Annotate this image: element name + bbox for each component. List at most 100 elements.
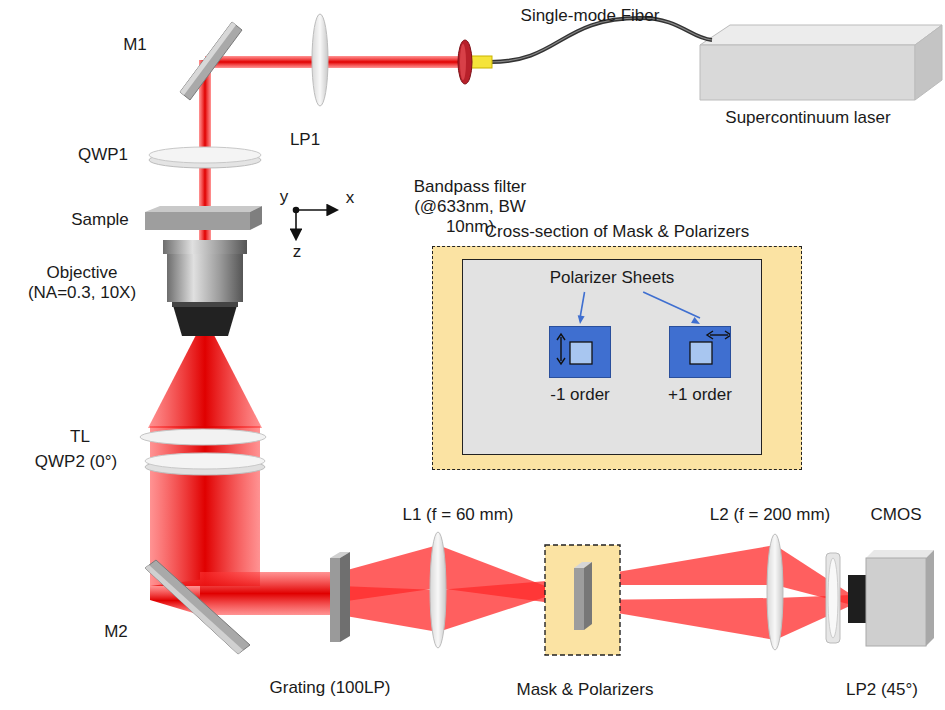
component-label: Supercontinuum laser bbox=[725, 108, 890, 128]
leader-arrowhead bbox=[691, 316, 700, 323]
quarter-wave-plate-qwp2 bbox=[145, 453, 265, 475]
quarter-wave-plate-qwp1 bbox=[149, 147, 261, 168]
polarizer-symbol bbox=[550, 327, 610, 377]
mirror-m2 bbox=[145, 560, 250, 654]
cmos-camera bbox=[866, 550, 934, 558]
component-label: TL bbox=[70, 427, 90, 447]
mask-and-polarizers bbox=[545, 545, 620, 655]
mirror-m1 bbox=[180, 22, 242, 100]
bandpass-filter bbox=[460, 44, 466, 80]
supercontinuum-laser bbox=[700, 25, 942, 45]
lens-l1 bbox=[430, 532, 446, 648]
diffraction-grating bbox=[330, 552, 350, 642]
laser-beam bbox=[150, 426, 260, 586]
inset-heading: Cross-section of Mask & Polarizers bbox=[432, 222, 802, 242]
mask-and-polarizers bbox=[584, 562, 592, 630]
inset-panel: Cross-section of Mask & PolarizersPolari… bbox=[432, 222, 802, 470]
polarizer-symbol bbox=[570, 342, 592, 364]
quarter-wave-plate-qwp1 bbox=[149, 147, 261, 163]
bandpass-filter bbox=[458, 40, 472, 84]
mirror-m2 bbox=[145, 565, 243, 654]
component-label: z bbox=[293, 242, 302, 262]
linear-polarizer-lp2 bbox=[826, 553, 840, 643]
component-label: Sample bbox=[71, 210, 129, 230]
component-label: L1 (f = 60 mm) bbox=[402, 505, 513, 525]
bandpass-filter bbox=[458, 40, 472, 84]
coordinate-axes bbox=[295, 210, 297, 238]
linear-polarizer-lp1 bbox=[312, 14, 328, 106]
coordinate-axes bbox=[294, 208, 299, 213]
laser-beam bbox=[340, 586, 438, 632]
component-label: L2 (f = 200 mm) bbox=[710, 505, 830, 525]
leader-line bbox=[643, 292, 700, 318]
cmos-camera bbox=[848, 575, 866, 623]
diffraction-grating bbox=[330, 558, 340, 642]
sample-slab bbox=[145, 212, 250, 230]
tube-lens bbox=[140, 429, 266, 445]
mask-and-polarizers bbox=[574, 568, 584, 630]
mirror-m1 bbox=[180, 22, 236, 95]
cmos-camera bbox=[848, 550, 934, 646]
polarizer-sheet: +1 order bbox=[669, 326, 731, 378]
polarizer-sheet: -1 order bbox=[549, 326, 611, 378]
leader-arrowhead bbox=[577, 315, 584, 324]
component-label: Single-mode Fiber bbox=[521, 6, 660, 26]
component-label: QWP1 bbox=[78, 145, 128, 165]
mask-and-polarizers bbox=[545, 545, 620, 655]
component-label: LP2 (45°) bbox=[846, 680, 918, 700]
mirror-m1 bbox=[180, 22, 242, 100]
lens-l2 bbox=[767, 534, 783, 650]
component-label: Mask & Polarizers bbox=[517, 680, 654, 700]
cmos-camera bbox=[926, 550, 934, 646]
order-label: +1 order bbox=[640, 385, 760, 405]
objective-lens bbox=[163, 240, 247, 336]
tube-lens bbox=[140, 429, 266, 445]
cmos-camera bbox=[866, 558, 926, 646]
order-label: -1 order bbox=[520, 385, 640, 405]
component-label: LP1 bbox=[290, 130, 320, 150]
supercontinuum-laser bbox=[915, 25, 942, 100]
mask-cross-section: Polarizer Sheets-1 order+1 order bbox=[462, 259, 762, 455]
sample-slab bbox=[145, 206, 262, 230]
component-label: Grating (100LP) bbox=[270, 678, 391, 698]
laser-beam bbox=[148, 335, 262, 428]
objective-lens bbox=[172, 302, 238, 307]
polarizer-symbol bbox=[710, 334, 728, 335]
objective-lens bbox=[172, 302, 238, 336]
coordinate-axes bbox=[294, 208, 337, 239]
objective-lens bbox=[163, 240, 247, 254]
supercontinuum-laser bbox=[700, 45, 915, 100]
polarizer-symbol bbox=[707, 331, 730, 339]
linear-polarizer-lp1 bbox=[312, 14, 328, 106]
diffraction-grating bbox=[340, 552, 350, 642]
objective-lens bbox=[167, 254, 243, 302]
quarter-wave-plate-qwp2 bbox=[145, 453, 265, 469]
callout-label: Polarizer Sheets bbox=[463, 268, 761, 288]
polarizer-symbol bbox=[557, 334, 565, 364]
polarizer-symbol bbox=[670, 327, 730, 377]
single-mode-fiber bbox=[470, 56, 492, 68]
single-mode-fiber bbox=[470, 18, 712, 68]
component-label: y bbox=[280, 187, 289, 207]
component-label: QWP2 (0°) bbox=[35, 452, 117, 472]
component-label: CMOS bbox=[871, 505, 922, 525]
component-label: Objective (NA=0.3, 10X) bbox=[12, 263, 152, 303]
component-label: M1 bbox=[123, 35, 147, 55]
sample-slab bbox=[250, 206, 262, 230]
coordinate-axes bbox=[296, 209, 336, 211]
laser-beam bbox=[148, 56, 852, 640]
component-label: x bbox=[346, 188, 355, 208]
leader-line bbox=[580, 292, 585, 318]
lens-l1 bbox=[430, 532, 446, 648]
component-label: M2 bbox=[104, 622, 128, 642]
mirror-m2 bbox=[145, 560, 250, 654]
lens-l2 bbox=[767, 534, 783, 650]
linear-polarizer-lp2 bbox=[826, 553, 840, 643]
polarizer-symbol bbox=[560, 337, 561, 361]
supercontinuum-laser bbox=[700, 25, 942, 100]
polarizer-symbol bbox=[690, 342, 712, 364]
linear-polarizer-lp2 bbox=[828, 558, 838, 638]
sample-slab bbox=[145, 206, 262, 212]
laser-beam bbox=[205, 56, 467, 68]
